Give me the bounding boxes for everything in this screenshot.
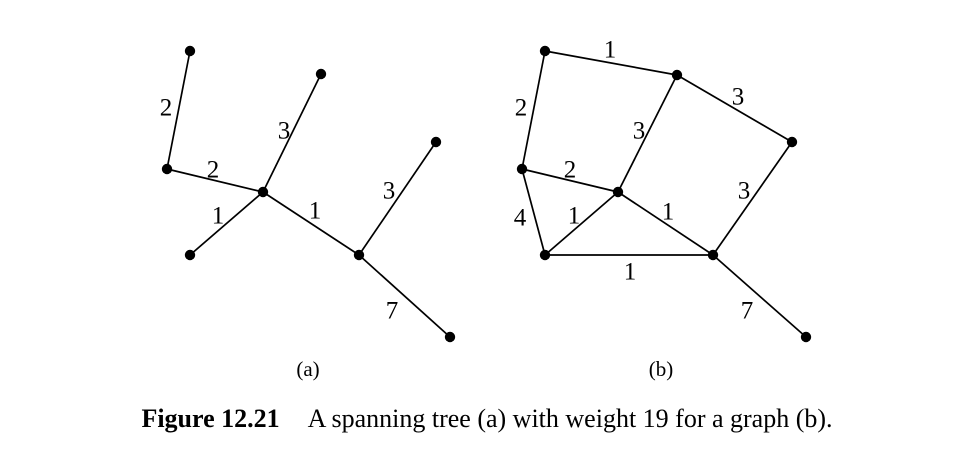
figure-caption: Figure 12.21 A spanning tree (a) with wei…	[0, 404, 974, 434]
edge-b3-b7	[712, 141, 793, 256]
edge-weight-label: 1	[662, 199, 675, 226]
edge-a6-a8	[358, 254, 451, 338]
vertex-a4	[257, 186, 269, 198]
vertex-b4	[516, 163, 528, 175]
figure-number: Figure 12.21	[141, 404, 280, 433]
vertex-a3	[315, 68, 327, 80]
vertex-b7	[707, 249, 719, 261]
vertex-a6	[353, 249, 365, 261]
edge-b1-b4	[521, 50, 546, 170]
edge-weight-label: 3	[278, 118, 291, 145]
edge-weight-label: 2	[564, 157, 577, 184]
edge-b4-b6	[521, 168, 546, 256]
edge-b1-b2	[544, 50, 678, 76]
vertex-b5	[612, 186, 624, 198]
edge-weight-label: 7	[386, 298, 399, 325]
edge-weight-label: 2	[515, 95, 528, 122]
graph-b-weighted-graph: 1 3 2 2 3 4 1 1 1 3 7	[514, 37, 812, 343]
edge-weight-label: 1	[568, 203, 581, 230]
edge-a1-a2	[166, 50, 191, 170]
edge-a3-a4	[262, 73, 322, 193]
vertex-a8	[444, 331, 456, 343]
edge-b4-b5	[521, 168, 619, 193]
edge-b2-b3	[676, 74, 793, 143]
edge-a2-a4	[166, 168, 264, 193]
vertex-b2	[671, 69, 683, 81]
edge-weight-label: 7	[741, 298, 754, 325]
edge-weight-label: 1	[212, 203, 225, 230]
edge-weight-label: 3	[383, 178, 396, 205]
edge-weight-label: 3	[633, 118, 646, 145]
vertex-b8	[800, 331, 812, 343]
vertex-b6	[539, 249, 551, 261]
edge-weight-label: 1	[604, 37, 617, 64]
vertex-a2	[161, 163, 173, 175]
graph-a-spanning-tree: 2 2 3 1 1 3 7	[160, 45, 456, 343]
edge-weight-label: 2	[160, 95, 173, 122]
edge-weight-label: 3	[738, 178, 751, 205]
vertex-a1	[184, 45, 196, 57]
vertex-a5	[184, 249, 196, 261]
edge-b2-b5	[617, 74, 678, 193]
subfigure-label-b: (b)	[649, 357, 674, 381]
vertex-a7	[430, 136, 442, 148]
figure-caption-text: A spanning tree (a) with weight 19 for a…	[307, 404, 833, 433]
vertex-b1	[539, 45, 551, 57]
edge-a5-a4	[189, 191, 264, 256]
edge-b6-b5	[544, 191, 619, 256]
subfigure-label-a: (a)	[296, 357, 319, 381]
edge-a4-a6	[262, 191, 360, 256]
edge-weight-label: 4	[514, 205, 527, 232]
vertex-b3	[786, 136, 798, 148]
edge-b7-b8	[712, 254, 807, 338]
edge-b5-b7	[617, 191, 714, 256]
edge-a7-a6	[358, 141, 437, 256]
edge-weight-label: 1	[309, 198, 322, 225]
edge-weight-label: 2	[207, 157, 220, 184]
edge-weight-label: 3	[732, 84, 745, 111]
edge-weight-label: 1	[624, 259, 637, 286]
